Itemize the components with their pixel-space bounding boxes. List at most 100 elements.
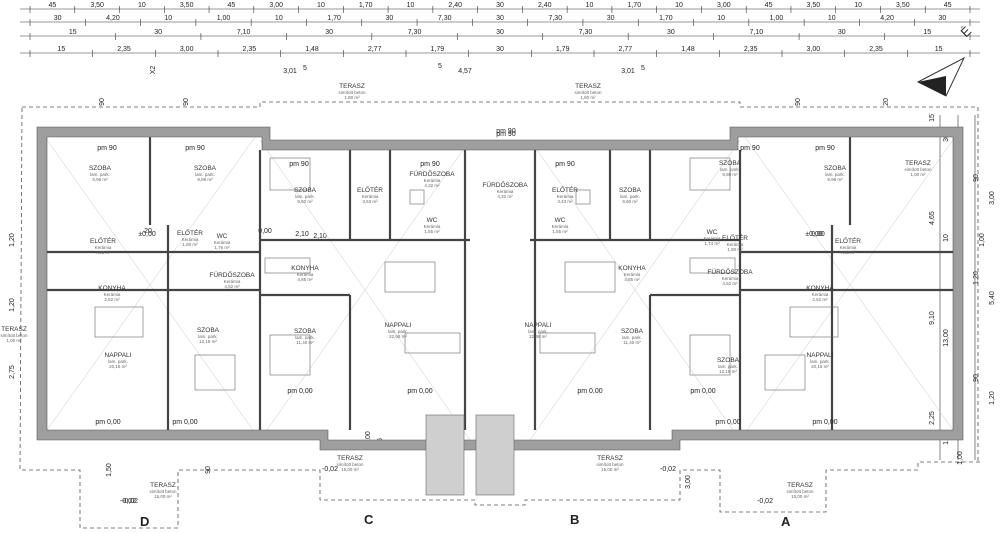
room-name: SZOBA — [194, 165, 217, 172]
dim-value: 7,30 — [548, 15, 562, 22]
room-name: TERASZ — [337, 455, 363, 462]
dim-value: 30 — [496, 46, 504, 53]
room-area: 20,16 m² — [109, 364, 127, 369]
dim-value: 45 — [48, 2, 56, 9]
room-name: KONYHA — [98, 285, 126, 292]
dim-value: 90 — [973, 374, 980, 382]
room-floor: simított beton — [786, 489, 814, 494]
room-area: 1,00 m² — [910, 172, 926, 177]
dim-value: 30 — [496, 29, 504, 36]
dim-value: 7,10 — [237, 29, 251, 36]
dim-value: 1,20 — [989, 391, 996, 405]
room-floor: simított beton — [574, 90, 602, 95]
interior-walls — [47, 137, 953, 430]
room-name: SZOBA — [717, 357, 740, 364]
outer-wall — [36, 126, 964, 451]
level-label: pm 0,00 — [95, 419, 120, 426]
room-floor: lam. park. — [198, 334, 218, 339]
level-label: pm 0,00 — [690, 388, 715, 395]
dim-value: 0,00 — [258, 228, 272, 235]
room-floor: Kerámia — [424, 224, 441, 229]
dim-value: -0,02 — [122, 498, 138, 505]
dim-value: 5 — [641, 65, 645, 72]
dim-value: 10 — [138, 2, 146, 9]
level-label: pm 0,00 — [287, 388, 312, 395]
dim-value: 3,00 — [180, 46, 194, 53]
dim-value: 1,50 — [106, 463, 113, 477]
dim-value: 2,77 — [619, 46, 633, 53]
room-name: TERASZ — [150, 482, 176, 489]
dim-value: 7,30 — [579, 29, 593, 36]
dim-value: 30 — [386, 15, 394, 22]
dim-value: 45 — [944, 2, 952, 9]
dim-value: 10 — [943, 234, 950, 242]
dim-value: 10 — [586, 2, 594, 9]
dim-value: 4,65 — [929, 211, 936, 225]
dim-value: 2,35 — [744, 46, 758, 53]
room-area: 4,52 m² — [224, 284, 240, 289]
dim-value: 30 — [838, 29, 846, 36]
dim-value: 1,00 — [217, 15, 231, 22]
room-floor: lam. park. — [620, 194, 640, 199]
room-name: NAPPALI — [105, 352, 132, 359]
dim-value: 2,40 — [448, 2, 462, 9]
room-name: WC — [217, 233, 228, 240]
level-label: pm 0,00 — [407, 388, 432, 395]
room-floor: lam. park. — [388, 329, 408, 334]
top-dimension-chains: 45 3,50 10 3,50 45 3,00 10 1,70 10 2,40 30 2,40 10 1,… — [9, 2, 986, 505]
room-floor: Kerámia — [557, 194, 574, 199]
walkway-left — [425, 414, 465, 496]
level-label: pm 90 — [185, 145, 205, 152]
dim-value: 1,20 — [9, 233, 16, 247]
room-floor: lam. park. — [108, 359, 128, 364]
dim-value: 30 — [54, 15, 62, 22]
dim-value: 9,10 — [929, 311, 936, 325]
room-floor: lam. park. — [90, 172, 110, 177]
dim-value: 3,50 — [90, 2, 104, 9]
room-floor: Kerámia — [362, 194, 379, 199]
room-floor: Kerámia — [624, 272, 641, 277]
dim-value: 4,20 — [880, 15, 894, 22]
room-floor: Kerámia — [424, 178, 441, 183]
dim-value: 3,00 — [685, 475, 692, 489]
room-floor: lam. park. — [622, 335, 642, 340]
room-area: 9,98 m² — [92, 177, 108, 182]
room-name: TERASZ — [787, 482, 813, 489]
dim-value: 1,00 — [957, 451, 964, 465]
dim-value: 2,10 — [295, 231, 309, 238]
room-name: TERASZ — [339, 83, 365, 90]
room-name: SZOBA — [89, 165, 112, 172]
room-floor: simított beton — [0, 333, 28, 338]
dim-value: 1,20 — [9, 298, 16, 312]
dim-value: 30 — [154, 29, 162, 36]
room-floor: lam. park. — [528, 329, 548, 334]
dim-value: 10 — [828, 15, 836, 22]
dim-value: 3,50 — [807, 2, 821, 9]
dim-value: 30 — [667, 29, 675, 36]
dim-value: 10 — [317, 2, 325, 9]
room-floor: Kerámia — [214, 240, 231, 245]
room-name: ELŐTÉR — [552, 185, 578, 194]
dim-value: 90 — [973, 174, 980, 182]
dim-value: 1,70 — [659, 15, 673, 22]
dim-value: 90 — [795, 98, 802, 106]
room-area: 22,68 m² — [529, 334, 547, 339]
dim-value: 2,40 — [538, 2, 552, 9]
